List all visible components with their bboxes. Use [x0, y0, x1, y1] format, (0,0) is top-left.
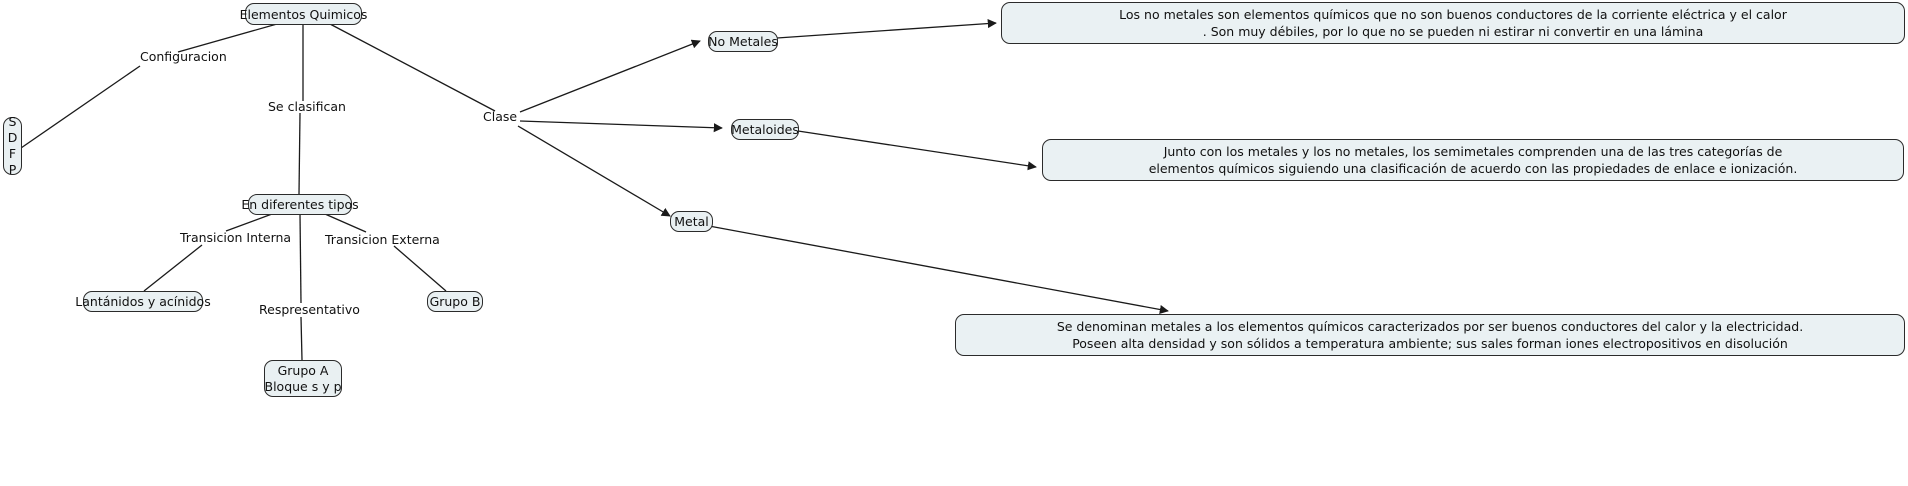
textbox-no-metales-description: Los no metales son elementos químicos qu… [1001, 2, 1905, 44]
node-metal[interactable]: Metal [670, 211, 713, 232]
textbox-line: Se denominan metales a los elementos quí… [1056, 319, 1804, 334]
textbox-line: . Son muy débiles, por lo que no se pued… [1202, 24, 1704, 39]
node-sdfp[interactable]: S D F P [3, 114, 22, 177]
edge-metaloides-desc [797, 130, 1037, 171]
edge-tipos-respresentativo [299, 213, 302, 304]
edge-label-transicion-interna: Transicion Interna [180, 230, 292, 245]
edge-clase-no-metales [519, 39, 701, 113]
edge-root-configuracion [177, 23, 278, 53]
node-elementos-quimicos[interactable]: Elementos Quimicos [240, 3, 367, 25]
node-grupo-a[interactable]: Grupo A Bloque s y p [264, 360, 342, 397]
edge-clase-metal [517, 125, 671, 217]
textbox-line: elementos químicos siguiendo una clasifi… [1148, 161, 1798, 176]
node-grupo-b[interactable]: Grupo B [427, 291, 483, 312]
edge-no-metales-desc [776, 19, 997, 39]
textbox-metaloides-description: Junto con los metales y los no metales, … [1042, 139, 1904, 181]
edge-tipos-transicion-interna [225, 213, 273, 232]
edge-label-se-clasifican: Se clasifican [268, 99, 346, 114]
node-metaloides[interactable]: Metaloides [731, 119, 799, 140]
edge-transicion-interna-lantanidos [143, 244, 203, 292]
textbox-line: Poseen alta densidad y son sólidos a tem… [1072, 336, 1788, 351]
edge-label-configuracion: Configuracion [140, 49, 227, 64]
edge-metal-desc [708, 225, 1169, 314]
node-en-diferentes-tipos[interactable]: En diferentes tipos [241, 194, 359, 215]
node-lantanidos-y-acinidos[interactable]: Lantánidos y acínidos [75, 291, 211, 312]
edge-clase-metaloides [519, 120, 723, 133]
textbox-metal-description: Se denominan metales a los elementos quí… [955, 314, 1905, 356]
edge-transicion-externa-grupo-b [393, 245, 447, 292]
node-no-metales[interactable]: No Metales [708, 31, 778, 52]
textbox-line: Los no metales son elementos químicos qu… [1119, 7, 1787, 22]
edge-label-transicion-externa: Transicion Externa [325, 232, 440, 247]
edge-label-clase: Clase [483, 109, 518, 124]
edge-label-respresentativo: Respresentativo [259, 302, 360, 317]
edge-root-clase [329, 23, 496, 112]
textbox-line: Junto con los metales y los no metales, … [1163, 144, 1783, 159]
edge-configuracion-sdfp [20, 65, 141, 149]
edge-respresentativo-grupo-a [300, 316, 303, 361]
edge-se-clasifican-tipos [298, 112, 301, 195]
edge-tipos-transicion-externa [324, 213, 367, 233]
